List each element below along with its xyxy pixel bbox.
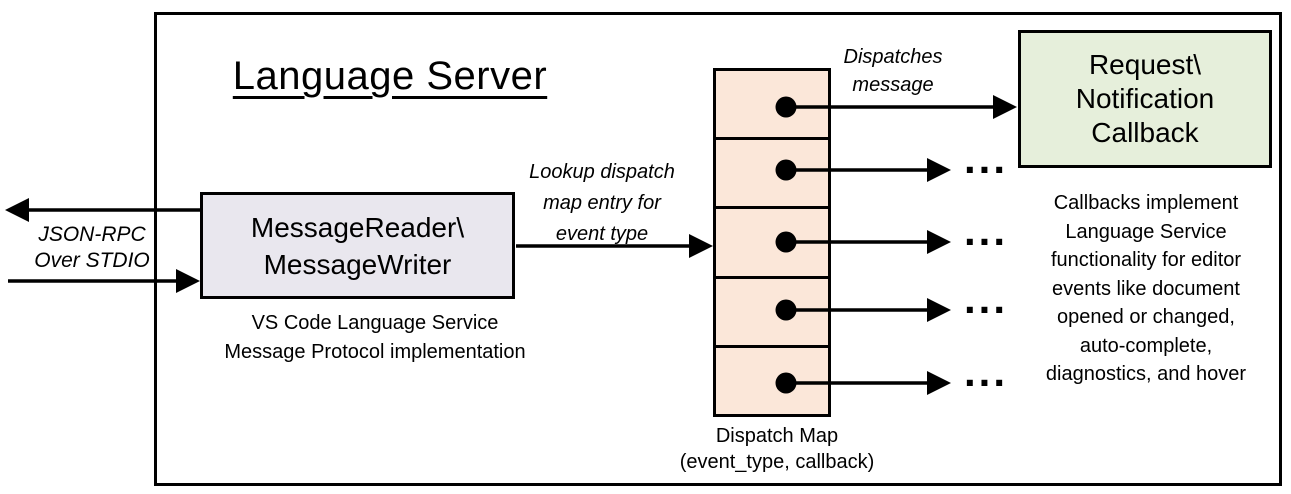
ellipsis-row-2: ... bbox=[963, 135, 1008, 182]
diagram-title: Language Server bbox=[232, 54, 548, 98]
ellipsis-row-4: ... bbox=[963, 275, 1008, 322]
callbacks-description-text: Callbacks implement Language Service fun… bbox=[1045, 192, 1247, 385]
ellipsis-row-5: ... bbox=[963, 348, 1008, 395]
message-reader-writer-label: MessageReader\ MessageWriter bbox=[250, 211, 465, 280]
ellipsis-row-3: ... bbox=[963, 207, 1008, 254]
dispatch-map-cell-3 bbox=[716, 206, 828, 275]
request-notification-callback-box: Request\ Notification Callback bbox=[1018, 30, 1272, 168]
json-rpc-stdio-label: JSON-RPC Over STDIO bbox=[34, 223, 150, 272]
language-server-container-box bbox=[154, 12, 1282, 486]
dispatch-map-caption: Dispatch Map (event_type, callback) bbox=[679, 425, 875, 473]
arrow-out-head-icon bbox=[5, 198, 29, 222]
dispatch-map-cell-1 bbox=[716, 71, 828, 137]
dispatch-map-cell-4 bbox=[716, 275, 828, 345]
dispatch-map-cell-2 bbox=[716, 137, 828, 206]
lookup-dispatch-label: Lookup dispatch map entry for event type bbox=[529, 161, 675, 245]
dispatches-message-label: Dispatches message bbox=[843, 46, 943, 96]
message-reader-writer-box: MessageReader\ MessageWriter bbox=[200, 192, 515, 299]
dispatch-map bbox=[713, 68, 831, 417]
message-box-caption: VS Code Language Service Message Protoco… bbox=[224, 312, 526, 363]
request-notification-callback-label: Request\ Notification Callback bbox=[1075, 49, 1215, 148]
dispatch-map-cell-5 bbox=[716, 344, 828, 414]
